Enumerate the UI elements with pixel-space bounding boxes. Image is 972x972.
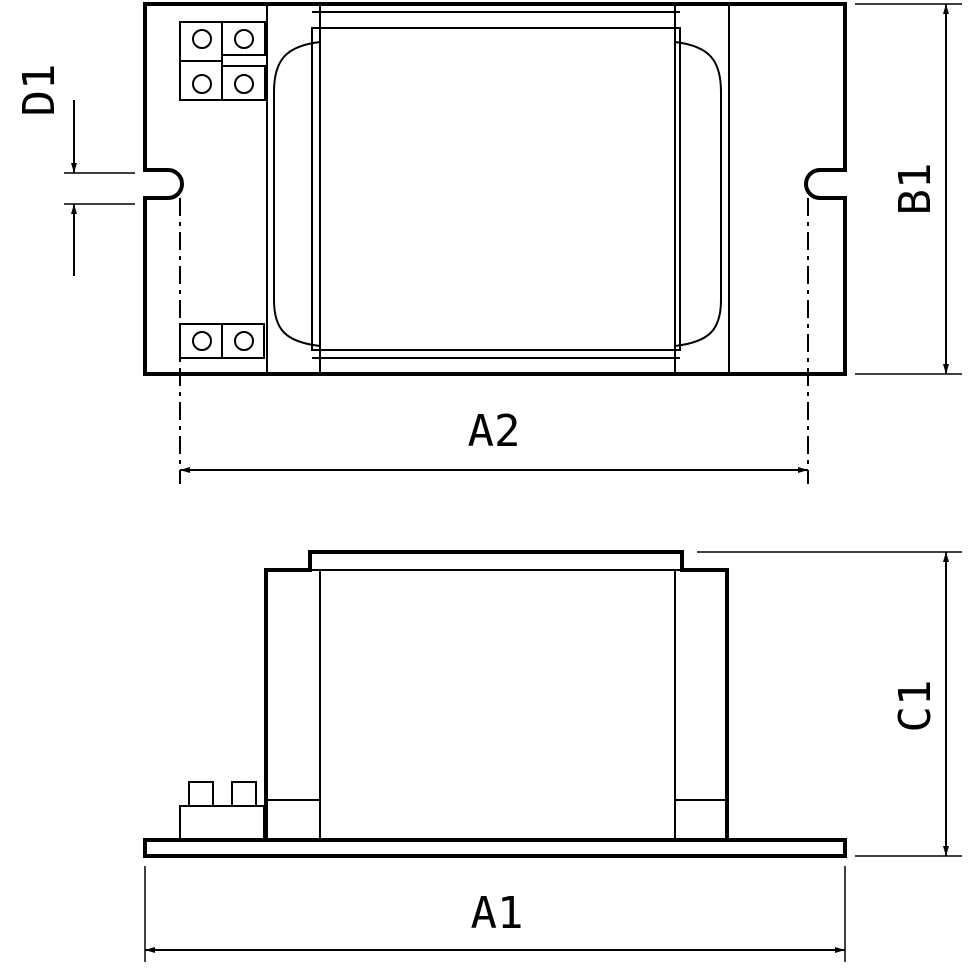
top-terminal-block (179, 21, 266, 101)
top-view: D1 B1 A2 (14, 2, 962, 484)
a2-label: A2 (468, 406, 521, 457)
top-view-outline (143, 2, 847, 376)
bottom-terminal-block (179, 323, 265, 359)
side-view: C1 A1 (143, 550, 962, 962)
b1-label: B1 (890, 163, 941, 216)
base-plate (143, 838, 847, 858)
right-flange (674, 3, 730, 375)
a1-label: A1 (471, 888, 524, 939)
side-terminal-block (179, 781, 265, 841)
side-body-outline (264, 550, 729, 840)
d1-label: D1 (14, 64, 65, 117)
right-coil-bracket (674, 41, 722, 347)
left-coil-bracket (273, 41, 321, 347)
c1-label: C1 (890, 680, 941, 733)
core-body (311, 27, 681, 351)
